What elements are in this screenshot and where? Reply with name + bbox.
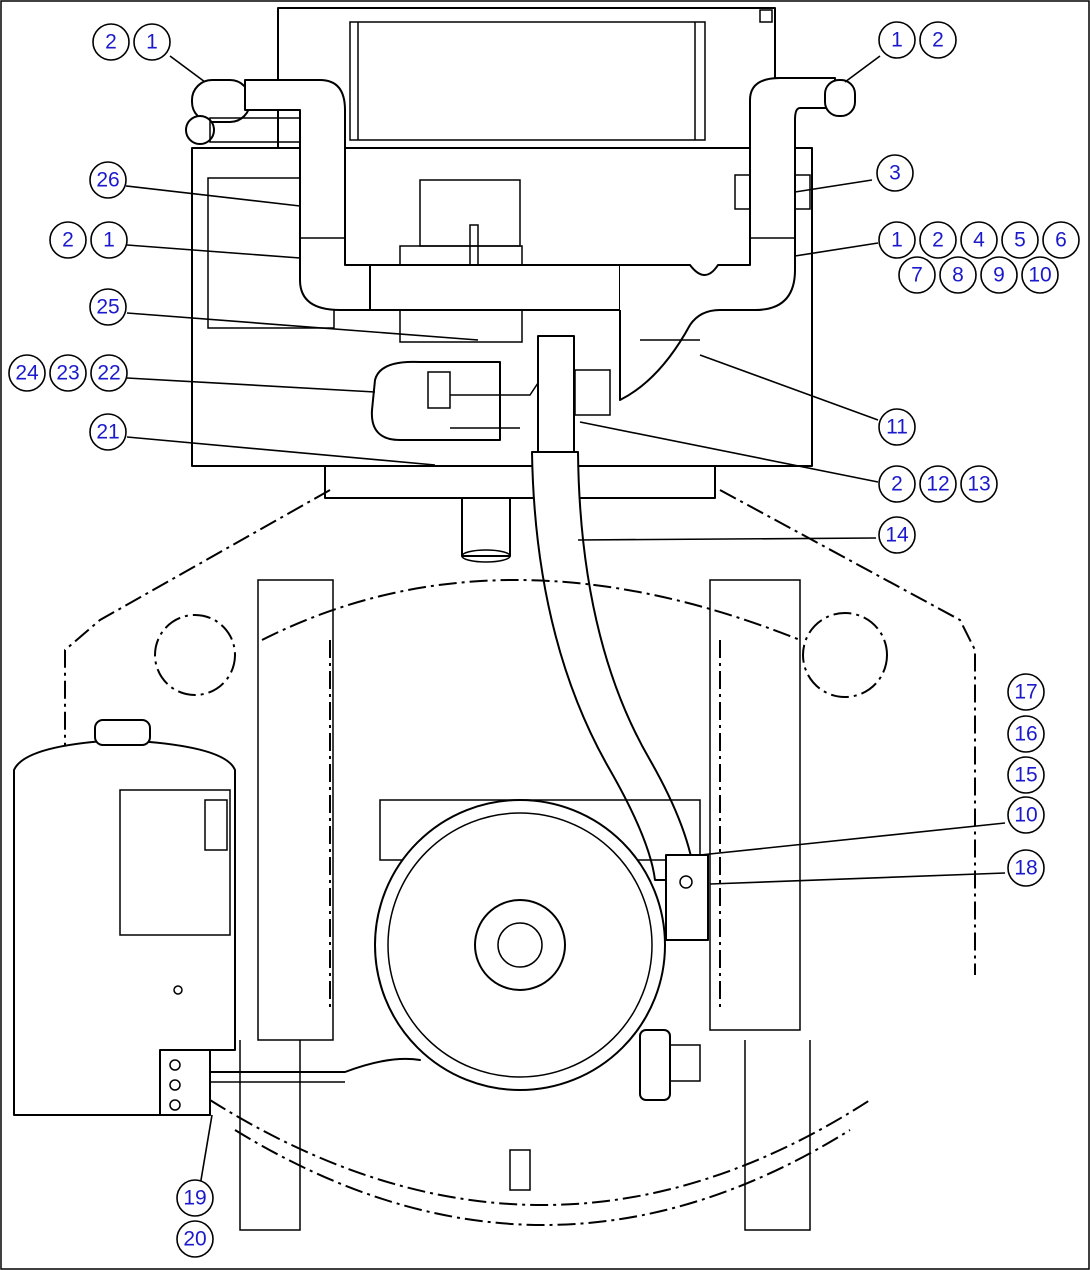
svg-text:4: 4 bbox=[973, 229, 985, 252]
svg-text:5: 5 bbox=[1014, 229, 1026, 252]
callout-4[interactable]: 4 bbox=[960, 221, 998, 259]
callout-13[interactable]: 13 bbox=[960, 465, 998, 503]
pulley bbox=[374, 799, 666, 1091]
callout-17[interactable]: 17 bbox=[1007, 673, 1045, 711]
lower-elbow bbox=[370, 360, 501, 441]
svg-text:25: 25 bbox=[96, 296, 119, 319]
vertical-connector bbox=[537, 335, 575, 453]
drain-plug bbox=[509, 1149, 531, 1191]
callout-7[interactable]: 7 bbox=[898, 256, 936, 294]
shaft bbox=[461, 497, 511, 557]
hose-bracket bbox=[665, 854, 709, 941]
svg-text:18: 18 bbox=[1014, 857, 1037, 880]
callout-24[interactable]: 24 bbox=[8, 354, 46, 392]
svg-text:11: 11 bbox=[886, 416, 908, 439]
svg-text:24: 24 bbox=[15, 362, 39, 385]
svg-text:19: 19 bbox=[183, 1187, 206, 1210]
callout-11[interactable]: 11 bbox=[878, 408, 916, 446]
svg-text:20: 20 bbox=[183, 1228, 206, 1251]
svg-text:10: 10 bbox=[1014, 804, 1037, 827]
svg-text:1: 1 bbox=[103, 229, 115, 252]
callout-25[interactable]: 25 bbox=[89, 288, 127, 326]
callout-23[interactable]: 23 bbox=[49, 354, 87, 392]
svg-text:2: 2 bbox=[932, 29, 944, 52]
callout-22[interactable]: 22 bbox=[90, 354, 128, 392]
callout-5[interactable]: 5 bbox=[1001, 221, 1039, 259]
callout-bubbles: 2 1 1 2 26 3 2 1 1 2 4 5 6 7 8 9 10 25 2… bbox=[8, 21, 1080, 1258]
mounting-plate bbox=[324, 465, 716, 499]
air-cleaner bbox=[13, 719, 236, 1116]
callout-14[interactable]: 14 bbox=[878, 516, 916, 554]
leader-lines bbox=[125, 55, 1006, 1187]
callout-8[interactable]: 8 bbox=[939, 256, 977, 294]
svg-text:3: 3 bbox=[889, 162, 901, 185]
intake-piping bbox=[185, 77, 856, 453]
svg-text:9: 9 bbox=[993, 264, 1005, 287]
svg-text:13: 13 bbox=[967, 473, 990, 496]
lower-pipe bbox=[209, 1057, 421, 1073]
svg-text:1: 1 bbox=[891, 29, 903, 52]
callout-12[interactable]: 12 bbox=[919, 465, 957, 503]
callout-6[interactable]: 6 bbox=[1042, 221, 1080, 259]
svg-text:2: 2 bbox=[62, 229, 74, 252]
callout-1[interactable]: 1 bbox=[878, 221, 916, 259]
callout-2[interactable]: 2 bbox=[919, 221, 957, 259]
svg-text:2: 2 bbox=[105, 31, 117, 54]
callout-9[interactable]: 9 bbox=[980, 256, 1018, 294]
callout-15[interactable]: 15 bbox=[1007, 756, 1045, 794]
svg-text:22: 22 bbox=[97, 362, 120, 385]
svg-text:12: 12 bbox=[926, 473, 949, 496]
callout-2[interactable]: 2 bbox=[49, 221, 87, 259]
svg-text:2: 2 bbox=[891, 473, 903, 496]
svg-text:15: 15 bbox=[1014, 764, 1037, 787]
svg-text:23: 23 bbox=[56, 362, 79, 385]
callout-1[interactable]: 1 bbox=[133, 23, 171, 61]
callout-21[interactable]: 21 bbox=[89, 413, 127, 451]
callout-2[interactable]: 2 bbox=[919, 21, 957, 59]
callout-10[interactable]: 10 bbox=[1007, 796, 1045, 834]
svg-text:2: 2 bbox=[932, 229, 944, 252]
svg-text:26: 26 bbox=[96, 169, 119, 192]
top-housing bbox=[277, 7, 776, 149]
svg-text:21: 21 bbox=[96, 421, 119, 444]
callout-16[interactable]: 16 bbox=[1007, 715, 1045, 753]
svg-text:16: 16 bbox=[1014, 723, 1037, 746]
callout-1[interactable]: 1 bbox=[878, 21, 916, 59]
engine-outline bbox=[64, 489, 976, 1231]
callout-1[interactable]: 1 bbox=[90, 221, 128, 259]
crossover-pipe bbox=[369, 264, 621, 311]
svg-text:6: 6 bbox=[1055, 229, 1067, 252]
svg-text:1: 1 bbox=[146, 31, 158, 54]
svg-text:17: 17 bbox=[1014, 681, 1037, 704]
callout-19[interactable]: 19 bbox=[176, 1179, 214, 1217]
svg-text:10: 10 bbox=[1028, 264, 1051, 287]
callout-2[interactable]: 2 bbox=[92, 23, 130, 61]
svg-text:8: 8 bbox=[952, 264, 964, 287]
callout-2[interactable]: 2 bbox=[878, 465, 916, 503]
svg-text:7: 7 bbox=[911, 264, 923, 287]
callout-10[interactable]: 10 bbox=[1021, 256, 1059, 294]
callout-26[interactable]: 26 bbox=[89, 161, 127, 199]
callout-20[interactable]: 20 bbox=[176, 1220, 214, 1258]
svg-text:1: 1 bbox=[891, 229, 903, 252]
svg-text:14: 14 bbox=[885, 524, 909, 547]
callout-3[interactable]: 3 bbox=[876, 154, 914, 192]
callout-18[interactable]: 18 bbox=[1007, 849, 1045, 887]
